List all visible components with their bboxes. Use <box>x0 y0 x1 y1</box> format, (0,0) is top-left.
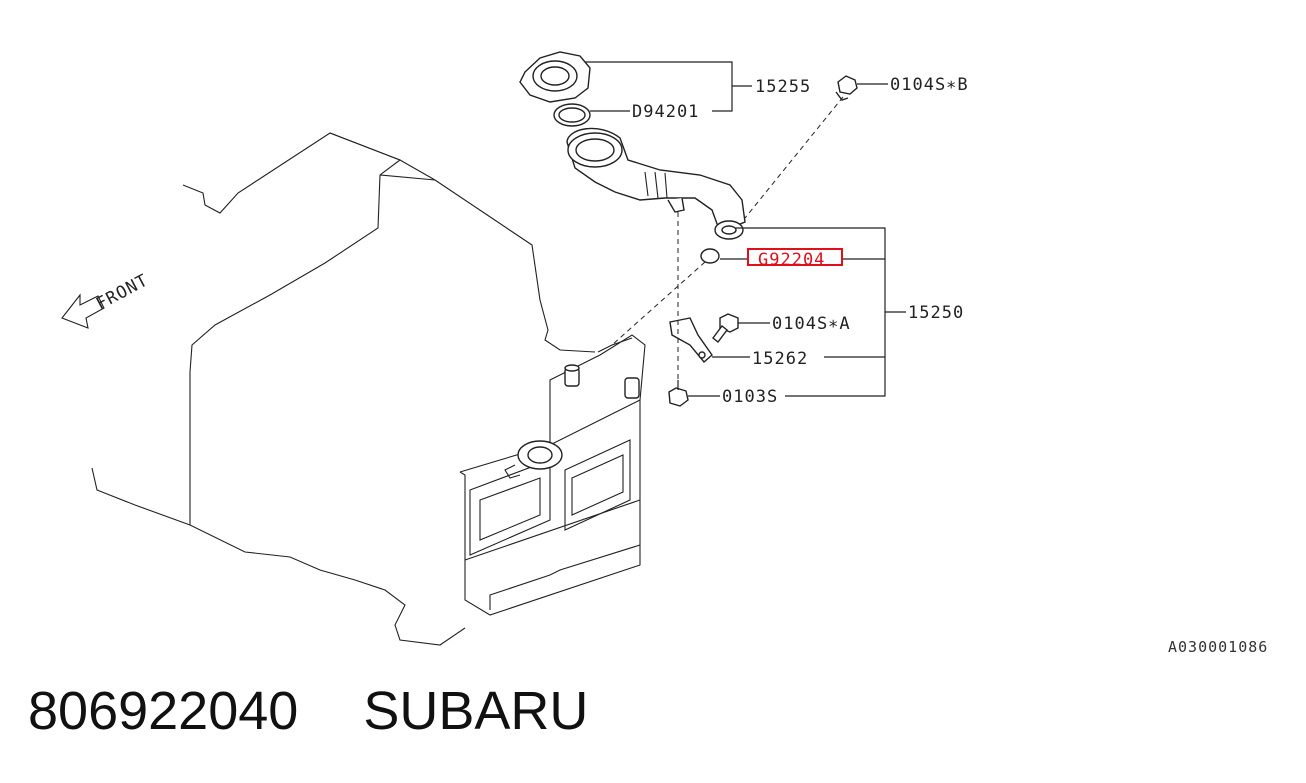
leader-lines <box>585 61 906 397</box>
o-ring-d94201 <box>553 103 591 127</box>
front-arrow: FRONT <box>61 270 152 329</box>
oil-filler-pipe <box>566 127 746 240</box>
label-0104s-a: 0104S∗A <box>772 314 851 334</box>
highlight-g92204 <box>747 248 843 266</box>
assembly-guide-lines <box>611 96 844 386</box>
label-0103s: 0103S <box>722 387 778 407</box>
label-15255: 15255 <box>755 77 811 97</box>
bolt-0104s-b <box>835 75 858 101</box>
diagram-reference-code: A030001086 <box>1168 638 1268 656</box>
label-15262: 15262 <box>752 349 808 369</box>
label-d94201: D94201 <box>632 102 699 122</box>
brand-name: SUBARU <box>363 681 589 741</box>
engine-block-outline <box>91 132 646 646</box>
label-0104s-b: 0104S∗B <box>890 75 969 95</box>
label-15250: 15250 <box>908 303 964 323</box>
front-label: FRONT <box>93 270 152 314</box>
bracket-15262 <box>669 317 713 364</box>
bolt-0103s <box>668 380 689 407</box>
oil-filler-cap <box>519 51 591 103</box>
label-g92204[interactable]: G92204 <box>758 250 825 270</box>
gasket-g92204 <box>700 248 720 264</box>
footer-caption: 806922040 SUBARU <box>28 680 588 742</box>
bolt-0104s-a <box>712 313 739 343</box>
part-number: 806922040 <box>28 681 299 741</box>
